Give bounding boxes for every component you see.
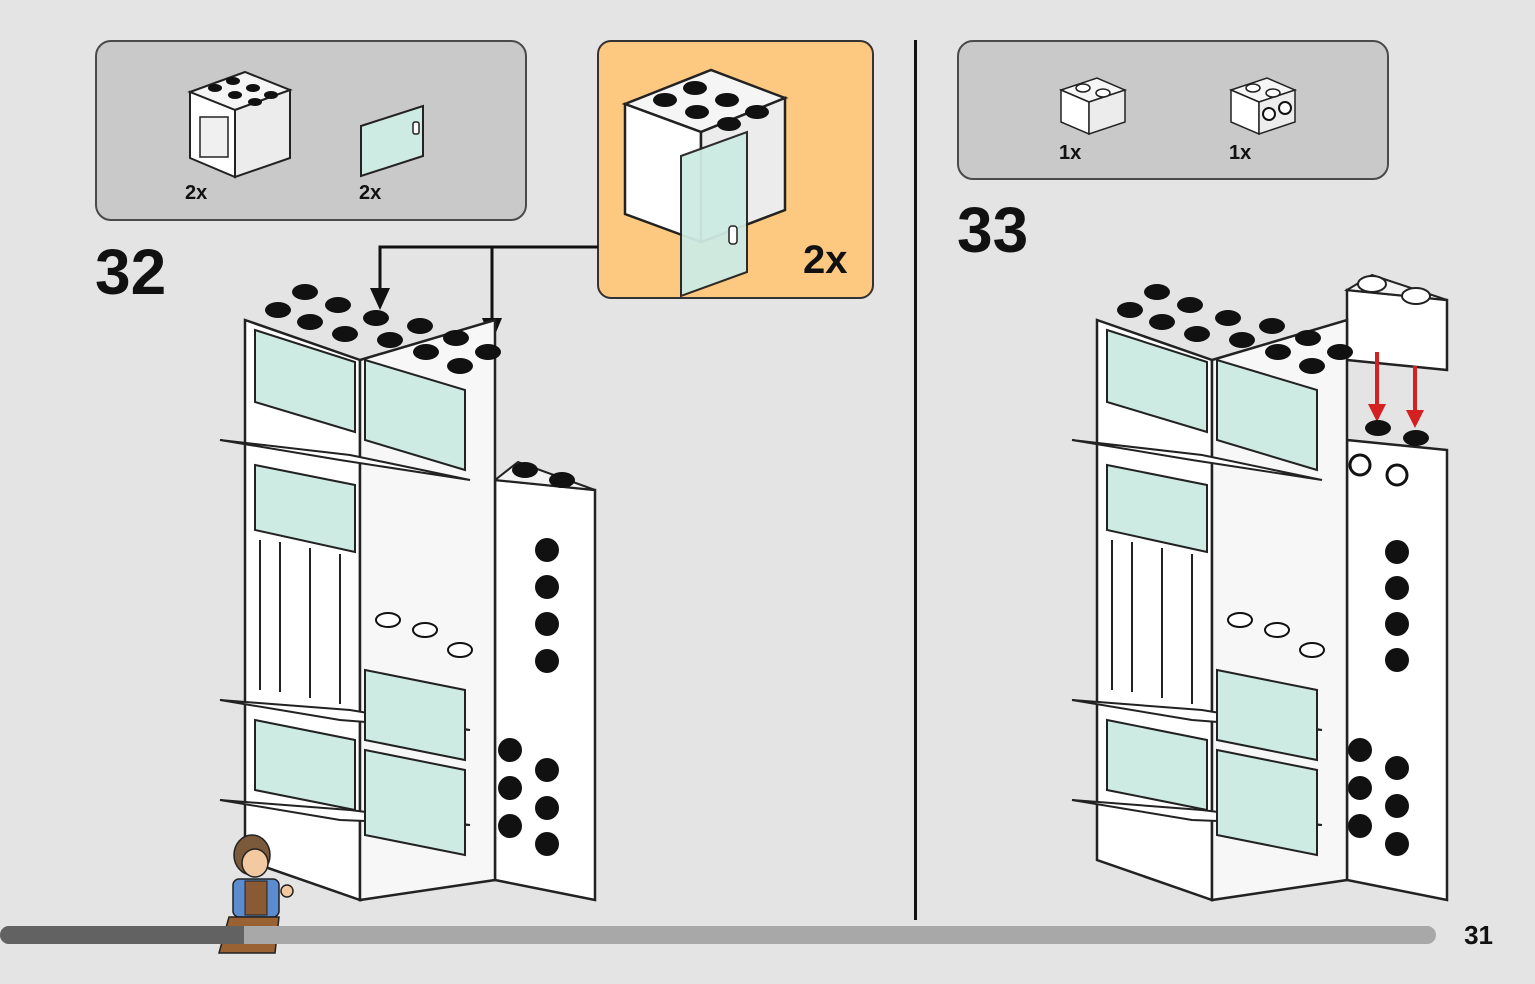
step33-parts-panel: 1x 1x xyxy=(957,40,1389,180)
step-divider xyxy=(914,40,917,920)
part-qty: 2x xyxy=(185,182,208,204)
cupboard-part-icon xyxy=(187,70,293,179)
subassembly-callout: 2x xyxy=(597,40,874,299)
brick-studs-on-side-part-icon xyxy=(1228,77,1298,136)
progress-bar xyxy=(0,926,1436,944)
part-qty: 2x xyxy=(359,182,382,204)
part-qty: 1x xyxy=(1229,142,1252,164)
brick-1x2-part-icon xyxy=(1058,77,1128,136)
step33-model-illustration xyxy=(1071,273,1449,902)
step32-parts-panel: 2x 2x xyxy=(95,40,527,221)
glass-door-part-icon xyxy=(360,104,424,178)
page-number: 31 xyxy=(1464,920,1493,950)
subassembly-qty: 2x xyxy=(803,238,848,282)
step-number: 33 xyxy=(957,194,1029,266)
cupboard-with-door-icon xyxy=(621,68,789,298)
progress-fill xyxy=(0,926,245,944)
step32-model-illustration xyxy=(219,284,597,902)
step-number: 32 xyxy=(95,236,167,308)
part-qty: 1x xyxy=(1059,142,1082,164)
